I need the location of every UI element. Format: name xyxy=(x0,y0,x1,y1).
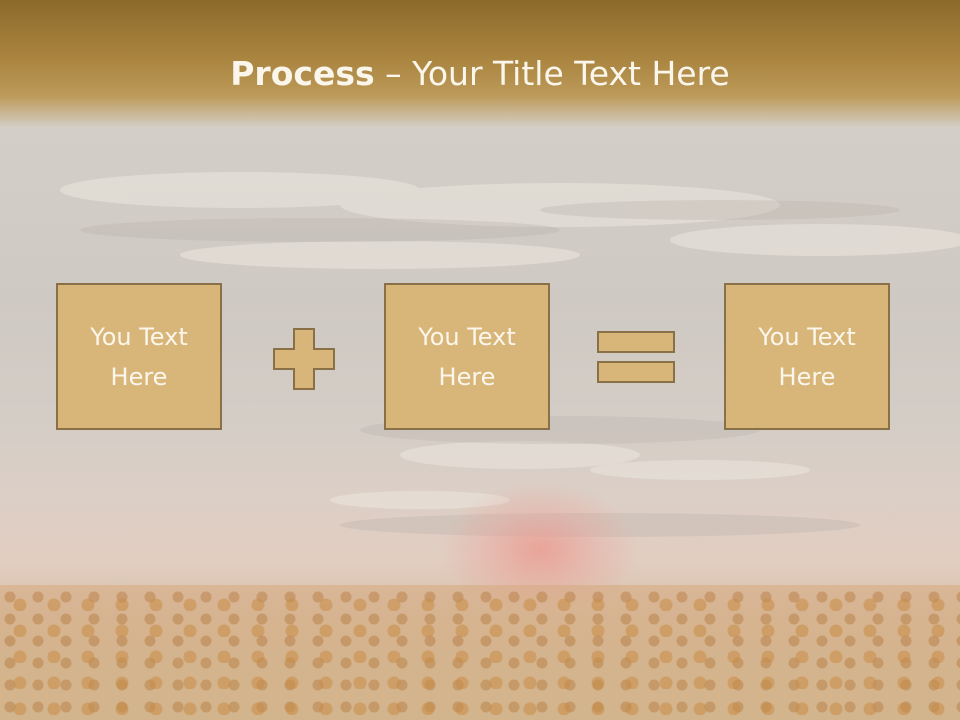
title-rest-part: – Your Title Text Here xyxy=(374,54,730,93)
plus-icon xyxy=(273,328,335,390)
process-step-box-3[interactable]: You Text Here xyxy=(724,283,890,430)
equals-icon xyxy=(597,331,675,383)
step-1-text: You Text Here xyxy=(74,317,204,397)
step-1-line-2: Here xyxy=(110,362,168,391)
step-2-line-2: Here xyxy=(438,362,496,391)
title-bold-part: Process xyxy=(230,54,375,93)
step-3-line-2: Here xyxy=(778,362,836,391)
process-step-box-2[interactable]: You Text Here xyxy=(384,283,550,430)
step-1-line-1: You Text xyxy=(90,322,188,351)
slide-title[interactable]: Process – Your Title Text Here xyxy=(0,52,960,96)
step-2-text: You Text Here xyxy=(402,317,532,397)
step-3-text: You Text Here xyxy=(742,317,872,397)
title-bar xyxy=(0,0,960,128)
process-step-box-1[interactable]: You Text Here xyxy=(56,283,222,430)
step-3-line-1: You Text xyxy=(758,322,856,351)
step-2-line-1: You Text xyxy=(418,322,516,351)
sunflower-field-background xyxy=(0,585,960,720)
sky-clouds-background xyxy=(60,172,960,537)
